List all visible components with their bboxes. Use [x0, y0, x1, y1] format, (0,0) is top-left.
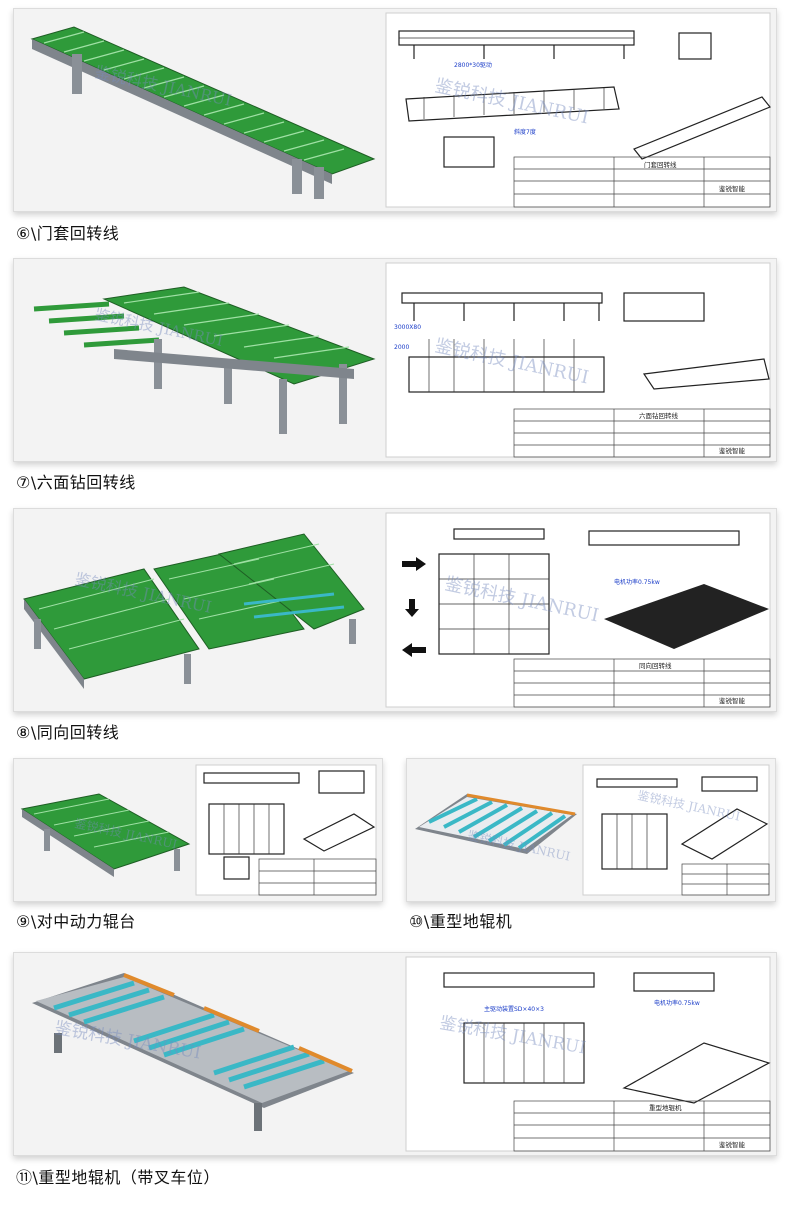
technical-drawing: 2800*30驱动 斜度7度 门套回转线 鉴锐智能 — [385, 12, 771, 208]
drawing-title: 门套回转线 — [644, 160, 677, 169]
drawing-title: 六面钻回转线 — [639, 411, 679, 420]
caption-section-10: ⑩\重型地辊机 — [409, 912, 513, 931]
drawing-signature: 鉴锐智能 — [719, 696, 746, 705]
svg-text:2000: 2000 — [394, 344, 409, 351]
heavy-ground-roller-illustration: 鉴锐科技 JIANRUI 鉴锐科技 JIANRUI — [415, 764, 770, 896]
svg-text:主驱动装置SD×40×3: 主驱动装置SD×40×3 — [484, 1005, 544, 1013]
svg-text:电机功率0.75kw: 电机功率0.75kw — [614, 578, 660, 586]
conveyor-3d-render — [20, 793, 191, 877]
caption-section-7: ⑦\六面钻回转线 — [16, 473, 136, 492]
same-direction-return-line-illustration: 电机功率0.75kw 同向回转线 鉴锐智能 鉴锐科技 JIANRUI 鉴锐科技 … — [23, 512, 771, 708]
drawing-title: 同向回转线 — [639, 661, 672, 670]
conveyor-3d-render — [30, 26, 376, 199]
drawing-note: 斜度7度 — [514, 128, 536, 136]
product-card-centering-power-roller-table: 鉴锐科技 JIANRUI — [13, 758, 383, 902]
technical-drawing: 3000X80 2000 六面钻回转线 鉴锐智能 — [385, 262, 771, 458]
arrow-down-icon — [405, 599, 419, 617]
conveyor-3d-render — [33, 286, 376, 434]
product-card-heavy-ground-roller: 鉴锐科技 JIANRUI 鉴锐科技 JIANRUI — [406, 758, 776, 902]
arrow-left-icon — [402, 643, 426, 657]
product-card-same-direction-return-line: 电机功率0.75kw 同向回转线 鉴锐智能 鉴锐科技 JIANRUI 鉴锐科技 … — [13, 508, 777, 712]
arrow-right-icon — [402, 557, 426, 571]
technical-drawing: 主驱动装置SD×40×3 电机功率0.75kw 重型地辊机 鉴锐智能 — [405, 956, 771, 1152]
product-card-six-side-drill-return-line: 3000X80 2000 六面钻回转线 鉴锐智能 鉴锐科技 JIANRUI 鉴锐… — [13, 258, 777, 462]
conveyor-3d-render — [32, 973, 354, 1131]
product-card-door-frame-return-line: 2800*30驱动 斜度7度 门套回转线 鉴锐智能 鉴锐科技 JIANRUI 鉴… — [13, 8, 777, 212]
product-card-heavy-ground-roller-forklift: 主驱动装置SD×40×3 电机功率0.75kw 重型地辊机 鉴锐智能 鉴锐科技 … — [13, 952, 777, 1156]
six-side-drill-return-line-illustration: 3000X80 2000 六面钻回转线 鉴锐智能 鉴锐科技 JIANRUI 鉴锐… — [33, 262, 771, 458]
svg-text:2800*30驱动: 2800*30驱动 — [454, 62, 492, 69]
heavy-ground-roller-forklift-illustration: 主驱动装置SD×40×3 电机功率0.75kw 重型地辊机 鉴锐智能 鉴锐科技 … — [32, 956, 771, 1152]
conveyor-3d-render — [23, 533, 365, 689]
drawing-signature: 鉴锐智能 — [719, 1140, 746, 1149]
caption-section-6: ⑥\门套回转线 — [16, 224, 120, 243]
centering-power-roller-table-illustration: 鉴锐科技 JIANRUI — [20, 764, 377, 896]
drawing-signature: 鉴锐智能 — [719, 446, 746, 455]
technical-drawing: 电机功率0.75kw 同向回转线 鉴锐智能 — [385, 512, 771, 708]
technical-drawing — [582, 764, 770, 896]
caption-section-9: ⑨\对中动力辊台 — [16, 912, 136, 931]
conveyor-3d-render — [415, 793, 577, 854]
technical-drawing — [195, 764, 377, 896]
caption-section-8: ⑧\同向回转线 — [16, 723, 120, 742]
door-frame-return-line-illustration: 2800*30驱动 斜度7度 门套回转线 鉴锐智能 鉴锐科技 JIANRUI 鉴… — [30, 12, 771, 208]
drawing-note: 电机功率0.75kw — [654, 999, 700, 1007]
drawing-title: 重型地辊机 — [649, 1103, 682, 1112]
caption-section-11: ⑪\重型地辊机（带叉车位） — [16, 1168, 220, 1187]
drawing-signature: 鉴锐智能 — [719, 184, 746, 193]
svg-text:3000X80: 3000X80 — [394, 324, 421, 331]
